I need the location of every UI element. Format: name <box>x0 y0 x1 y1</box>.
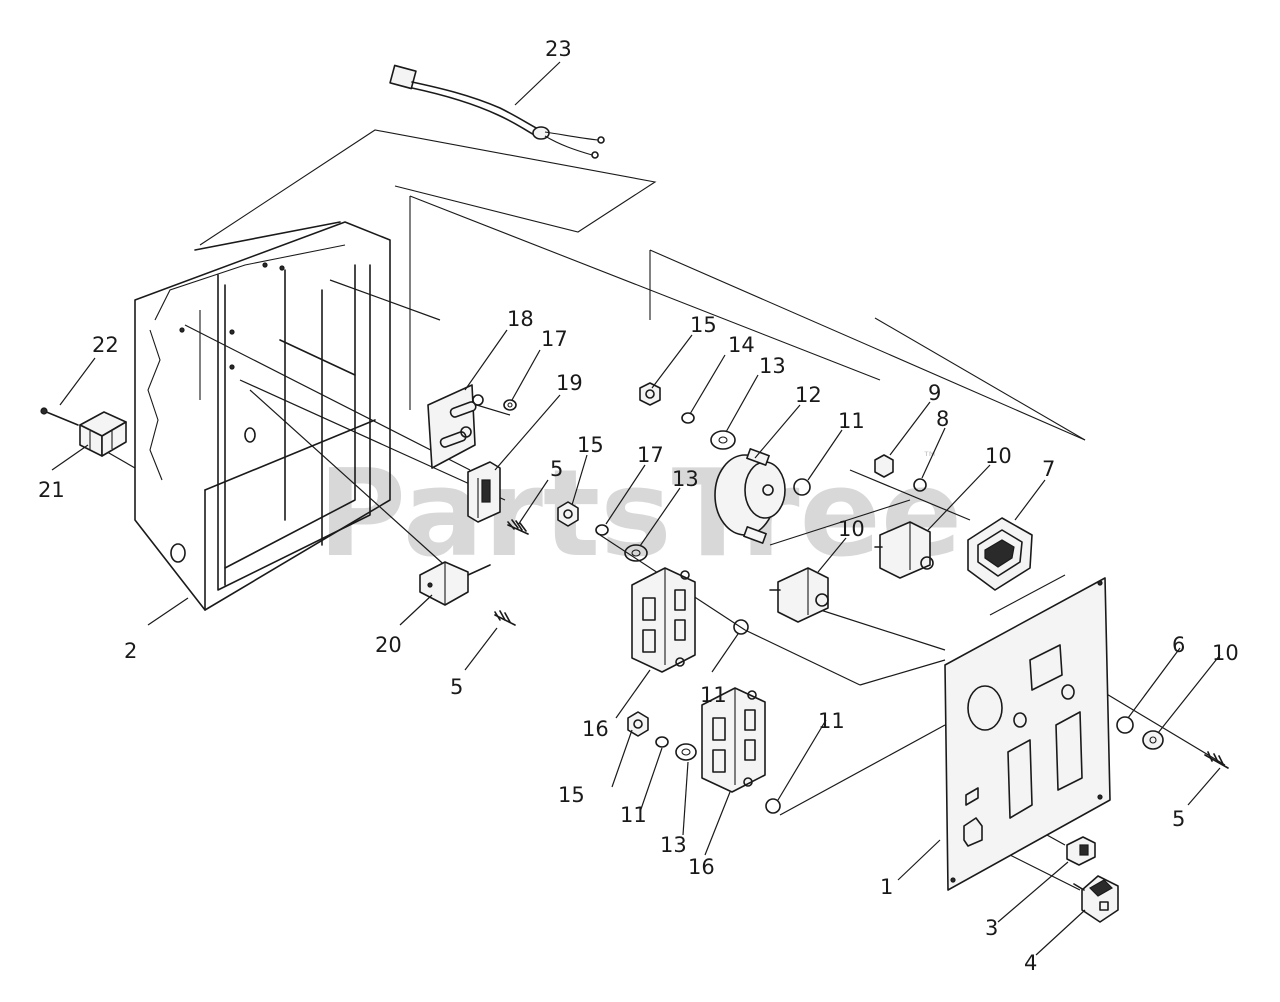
part-11-oring-d <box>765 798 781 814</box>
part-1-control-panel <box>944 577 1111 891</box>
part-9-nut <box>874 454 894 478</box>
part-10-washer-c <box>1142 730 1164 750</box>
leader-lines <box>51 61 1221 956</box>
part-3-switch <box>1066 836 1096 866</box>
part-11-oring-b <box>733 619 749 635</box>
callout-18: 18 <box>507 307 534 331</box>
part-22-screw <box>40 407 79 426</box>
part-5-screw-c <box>1204 751 1229 769</box>
part-16-duplex-b <box>701 687 766 793</box>
callout-5-b: 5 <box>450 675 463 699</box>
assembly-outline <box>199 129 1086 616</box>
callout-16-b: 16 <box>688 855 715 879</box>
callout-12: 12 <box>795 383 822 407</box>
callout-8: 8 <box>936 407 949 431</box>
callout-17-a: 17 <box>541 327 568 351</box>
part-10-breaker-b <box>769 567 829 623</box>
part-13-washer-b <box>624 544 648 562</box>
part-19-relay <box>467 461 501 523</box>
callout-21: 21 <box>38 478 65 502</box>
callout-7: 7 <box>1042 457 1055 481</box>
part-17-washer <box>503 399 517 411</box>
part-2-housing <box>134 221 391 611</box>
part-6-oring <box>1116 716 1134 734</box>
callout-10-b: 10 <box>838 517 865 541</box>
callout-11-c: 11 <box>620 803 647 827</box>
callout-19: 19 <box>556 371 583 395</box>
callout-5-a: 5 <box>550 457 563 481</box>
part-18-circuit-board <box>427 384 484 469</box>
callout-labels: 23 22 21 2 18 17 19 5 20 5 15 14 13 12 1… <box>38 37 1239 975</box>
part-13-washer-c <box>675 743 697 761</box>
callout-10-c: 10 <box>1212 641 1239 665</box>
callout-5-c: 5 <box>1172 807 1185 831</box>
part-15-nut-c <box>627 711 649 737</box>
part-10-breaker-a <box>874 521 934 579</box>
callout-6: 6 <box>1172 633 1185 657</box>
part-17-lockwasher <box>595 524 609 536</box>
part-21-terminal-block <box>79 411 127 457</box>
part-13-washer-a <box>710 430 736 450</box>
part-14-lockwasher <box>681 412 695 424</box>
watermark-trademark: ™ <box>922 448 938 467</box>
part-11-lockwasher-c <box>655 736 669 748</box>
callout-4: 4 <box>1024 951 1037 975</box>
part-7-meter <box>967 517 1033 591</box>
callout-16-a: 16 <box>582 717 609 741</box>
part-8-washer <box>913 478 927 492</box>
part-15-nut-b <box>557 501 579 527</box>
callout-20: 20 <box>375 633 402 657</box>
callout-13-a: 13 <box>759 354 786 378</box>
part-12-receptacle <box>714 448 786 544</box>
part-5-screw-b <box>494 610 516 626</box>
callout-2: 2 <box>124 639 137 663</box>
part-20-bracket <box>419 561 491 606</box>
callout-3: 3 <box>985 916 998 940</box>
callout-22: 22 <box>92 333 119 357</box>
callout-15-a: 15 <box>690 313 717 337</box>
part-5-screw-a <box>507 519 529 535</box>
callout-15-c: 15 <box>558 783 585 807</box>
callout-11-a: 11 <box>838 409 865 433</box>
part-23-wire-harness <box>389 64 605 159</box>
callout-23: 23 <box>545 37 572 61</box>
callout-11-b: 11 <box>700 683 727 707</box>
callout-13-b: 13 <box>672 467 699 491</box>
callout-15-b: 15 <box>577 433 604 457</box>
part-16-duplex-a <box>631 567 696 673</box>
part-15-nut-a <box>639 382 661 406</box>
callout-14: 14 <box>728 333 755 357</box>
callout-1: 1 <box>880 875 893 899</box>
callout-9: 9 <box>928 381 941 405</box>
callout-10-a: 10 <box>985 444 1012 468</box>
callout-11-d: 11 <box>818 709 845 733</box>
callout-13-c: 13 <box>660 833 687 857</box>
callout-17-b: 17 <box>637 443 664 467</box>
part-11-oring-a <box>793 478 811 496</box>
part-4-rocker-switch <box>1073 875 1119 923</box>
